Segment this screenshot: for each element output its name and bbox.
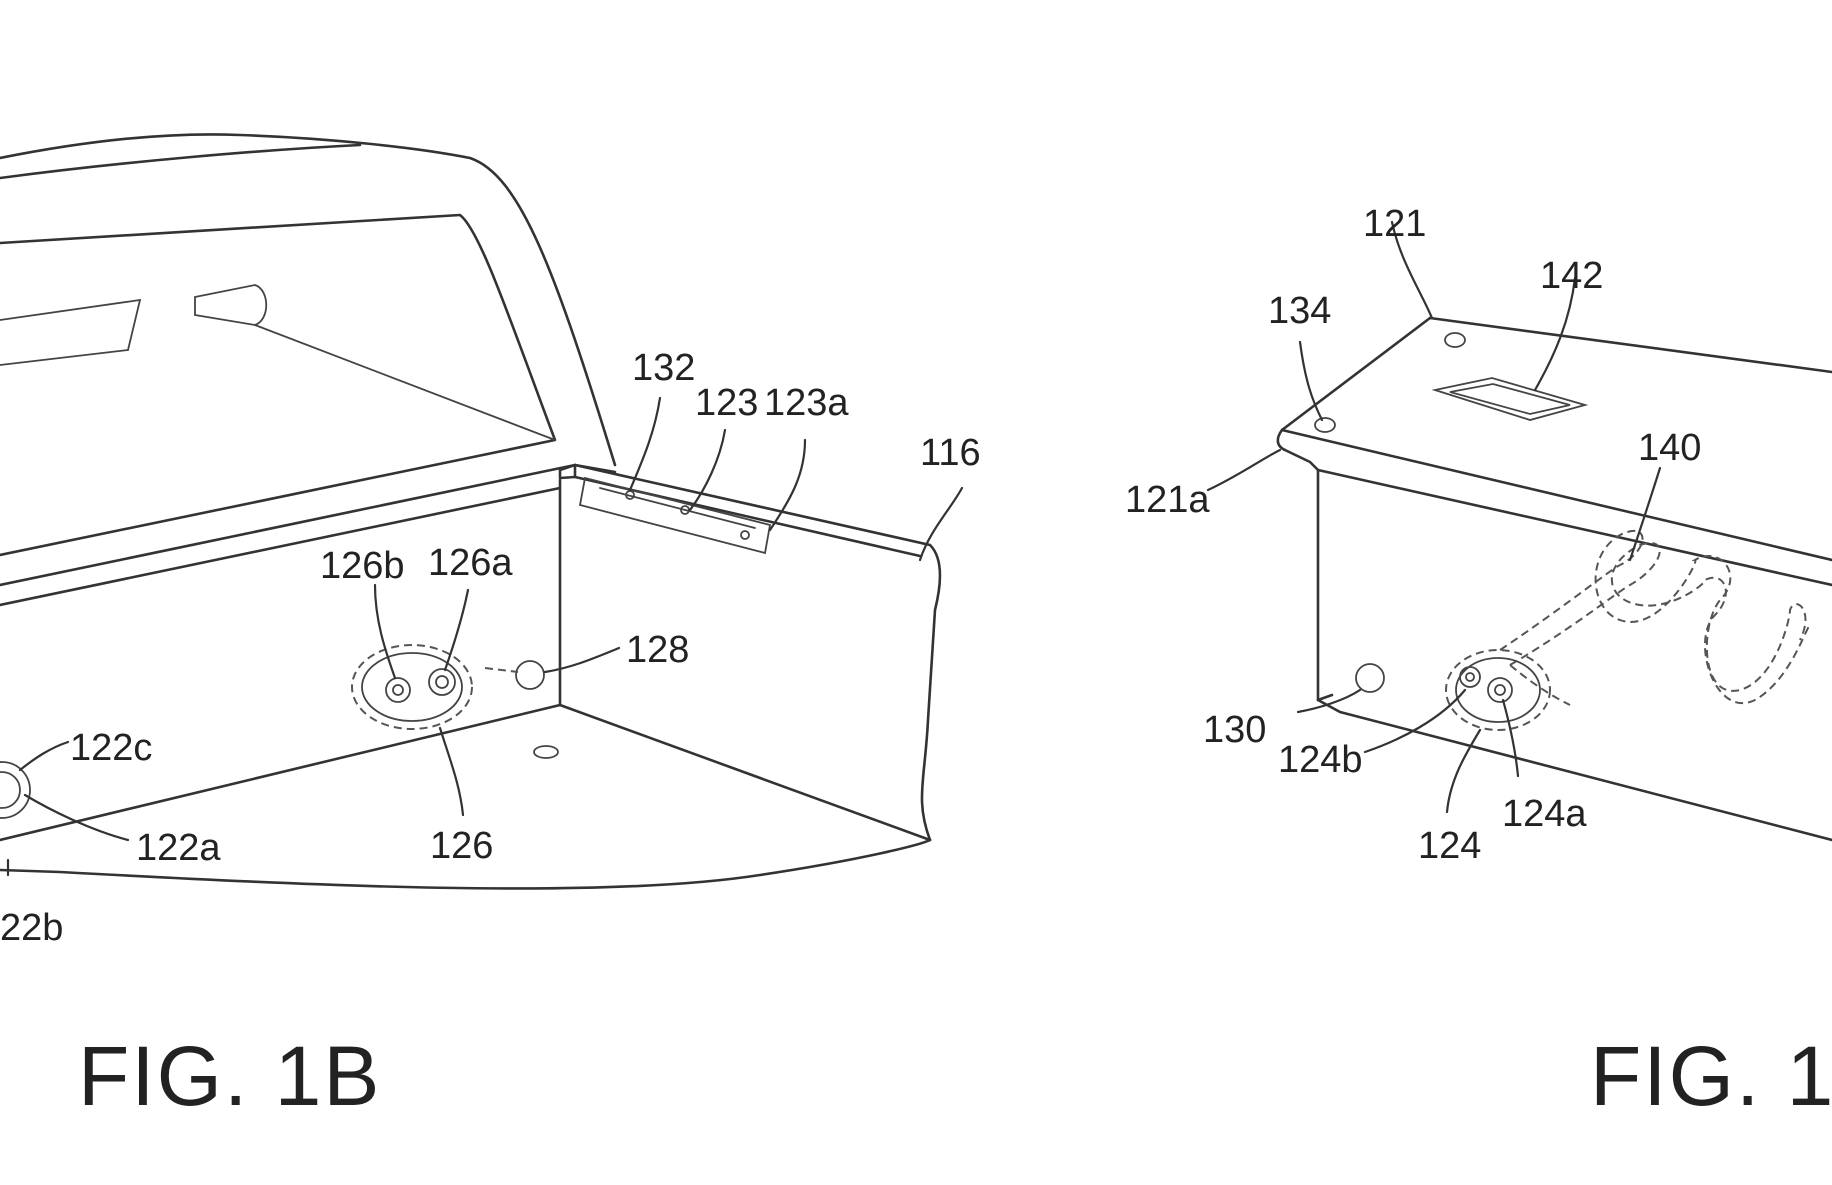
ref-label-142: 142: [1540, 255, 1603, 297]
ref-label-123a: 123a: [764, 382, 849, 424]
ref-label-130: 130: [1203, 709, 1266, 751]
fig-1c-reference-labels: 121 142 134 140 121a 130 124b 124 124a: [1125, 203, 1701, 867]
ref-label-116: 116: [920, 432, 981, 474]
figure-caption-1c: FIG. 1C: [1590, 1029, 1832, 1123]
figure-caption-1b: FIG. 1B: [78, 1029, 381, 1123]
ref-label-128: 128: [626, 629, 689, 671]
ref-label-122a: 122a: [136, 827, 221, 869]
ref-label-124a: 124a: [1502, 793, 1587, 835]
ref-label-132: 132: [632, 347, 695, 389]
ref-label-123: 123: [695, 382, 758, 424]
ref-label-126: 126: [430, 825, 493, 867]
ref-label-121: 121: [1363, 203, 1426, 245]
ref-label-124b: 124b: [1278, 739, 1363, 781]
fig-1b-truck-bed-drawing: [0, 134, 940, 888]
ref-label-122b: 22b: [0, 907, 63, 949]
fig-1b-reference-labels: 132 123 123a 116 126b 126a 128 122c 122a…: [0, 347, 981, 949]
ref-label-124: 124: [1418, 825, 1481, 867]
ref-label-126b: 126b: [320, 545, 405, 587]
ref-label-126a: 126a: [428, 542, 513, 584]
ref-label-121a: 121a: [1125, 479, 1210, 521]
ref-label-140: 140: [1638, 427, 1701, 469]
ref-label-122c: 122c: [70, 727, 152, 769]
ref-label-134: 134: [1268, 290, 1331, 332]
